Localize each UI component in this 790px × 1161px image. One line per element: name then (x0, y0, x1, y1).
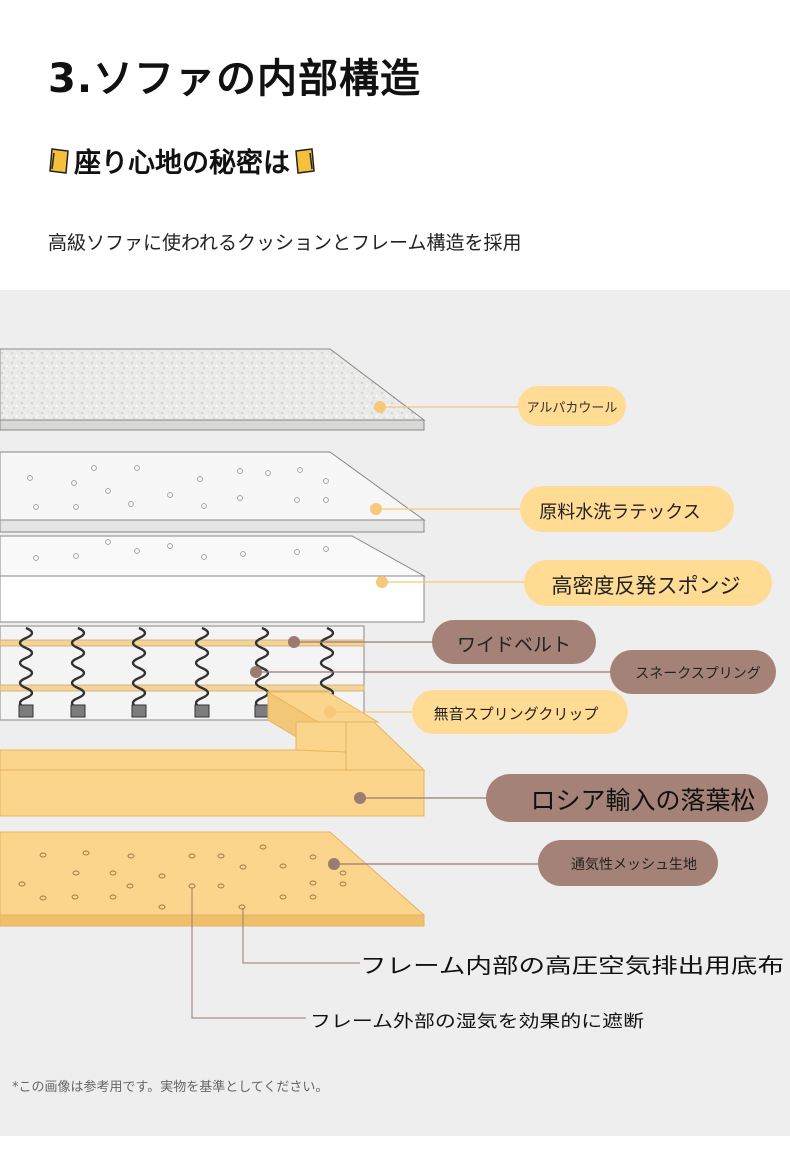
lead-text: 高級ソファに使われるクッションとフレーム構造を採用 (48, 232, 522, 254)
leader-dot (250, 666, 262, 678)
label-snake: スネークスプリング (610, 650, 776, 694)
label-belt-text: ワイドベルト (457, 634, 571, 656)
label-pine: ロシア輸入の落葉松 (486, 774, 768, 822)
callout-inner-text: フレーム内部の高圧空気排出用底布 (360, 954, 784, 978)
leader-dot (376, 576, 388, 588)
layer-pine-frame (0, 691, 426, 817)
label-sponge: 高密度反発スポンジ (524, 560, 772, 606)
quote-open-icon (49, 148, 69, 174)
spring-clip (18, 704, 34, 718)
label-latex: 原料水洗ラテックス (520, 486, 734, 532)
leader-dot (288, 636, 300, 648)
label-alpaca-text: アルパカウール (527, 401, 618, 416)
subtitle-row: 座り心地の秘密は (48, 138, 316, 182)
leader-dot (370, 503, 382, 515)
layer-sponge (0, 535, 426, 623)
label-alpaca: アルパカウール (518, 386, 626, 426)
callout-outer-text: フレーム外部の湿気を効果的に遮断 (310, 1012, 644, 1032)
layer-labels: アルパカウール 原料水洗ラテックス 高密度反発スポンジ ワイドベルト スネークス… (310, 386, 784, 1032)
label-belt: ワイドベルト (432, 620, 596, 664)
page-title: 3.ソファの内部構造 (48, 56, 422, 102)
spring-coil (70, 626, 86, 710)
spring-coil (18, 626, 34, 710)
spring-clip (131, 704, 147, 718)
wide-belt-lower (0, 684, 365, 692)
label-pine-text: ロシア輸入の落葉松 (530, 786, 755, 815)
wide-belt-upper (0, 639, 365, 647)
label-clip-text: 無音スプリングクリップ (434, 705, 599, 723)
spring-clip (194, 704, 210, 718)
leader-dot (354, 792, 366, 804)
layer-alpaca-wool (0, 348, 426, 431)
quote-close-icon (295, 148, 315, 174)
spring-coil (131, 626, 147, 710)
spring-clip (70, 704, 86, 718)
spring-coil (194, 626, 210, 710)
footnote: *この画像は参考用です。実物を基準としてください。 (12, 1080, 329, 1095)
subtitle: 座り心地の秘密は (74, 147, 290, 179)
leader-dot (328, 858, 340, 870)
leader-dot (374, 401, 386, 413)
layer-latex (0, 451, 426, 533)
spring-coil (254, 626, 270, 710)
label-clip: 無音スプリングクリップ (412, 690, 628, 734)
label-snake-text: スネークスプリング (635, 666, 761, 682)
label-latex-text: 原料水洗ラテックス (539, 502, 700, 523)
leader-lines (191, 401, 612, 1019)
label-sponge-text: 高密度反発スポンジ (552, 574, 741, 598)
layer-mesh-base (0, 831, 426, 927)
leader-dot (324, 706, 336, 718)
label-mesh: 通気性メッシュ生地 (538, 840, 718, 886)
label-mesh-text: 通気性メッシュ生地 (571, 857, 697, 873)
spring-clip (254, 704, 270, 718)
